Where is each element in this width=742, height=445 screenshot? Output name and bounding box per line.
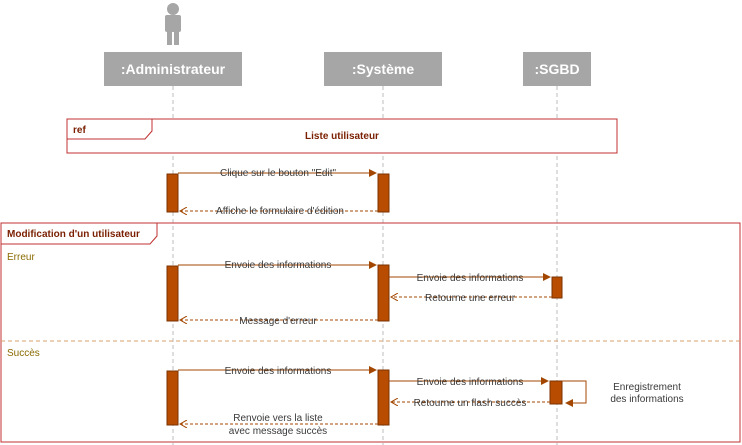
participant-administrateur: :Administrateur — [104, 52, 242, 86]
actor-icon — [165, 3, 181, 45]
activation-admin-3 — [166, 370, 179, 426]
message-label-error: Retourne une erreur — [425, 293, 516, 304]
guard-succes: Succès — [7, 348, 40, 359]
message-label-flash: Retourne un flash succès — [414, 398, 527, 409]
message-label-list-line1: Renvoie vers la liste — [233, 413, 323, 424]
participant-label: :Système — [352, 61, 414, 77]
guard-erreur: Erreur — [7, 252, 35, 263]
message-label-send-db-2: Envoie des informations — [417, 377, 524, 388]
message-label-send-1: Envoie des informations — [225, 260, 332, 271]
message-label-list-line2: avec message succès — [229, 426, 327, 437]
message-label-save-line2: des informations — [610, 394, 683, 405]
fragment-title: Modification d'un utilisateur — [7, 229, 140, 240]
message-label-error-msg: Message d'erreur — [239, 316, 317, 327]
message-label-edit: Clique sur le bouton "Edit" — [220, 168, 337, 179]
activation-sgbd-1 — [551, 276, 563, 299]
activation-systeme-2 — [377, 264, 390, 322]
message-label-send-db-1: Envoie des informations — [417, 273, 524, 284]
activation-systeme-1 — [377, 173, 390, 213]
message-label-form: Affiche le formulaire d'édition — [216, 206, 344, 217]
message-label-send-2: Envoie des informations — [225, 366, 332, 377]
activation-admin-2 — [166, 265, 179, 322]
ref-frame: ref Liste utilisateur — [66, 118, 618, 154]
ref-tag: ref — [73, 125, 86, 136]
participant-systeme: :Système — [324, 52, 442, 86]
activation-admin-1 — [166, 173, 179, 213]
alt-fragment: Modification d'un utilisateur Erreur Suc… — [0, 222, 741, 443]
participant-label: :SGBD — [534, 61, 579, 77]
participant-label: :Administrateur — [121, 61, 226, 77]
message-label-save-line1: Enregistrement — [613, 382, 681, 393]
activation-systeme-3 — [377, 369, 390, 426]
activation-sgbd-2 — [549, 380, 563, 405]
ref-label: Liste utilisateur — [305, 131, 379, 142]
participant-sgbd: :SGBD — [523, 52, 591, 86]
self-message-arrow-save — [562, 380, 587, 407]
